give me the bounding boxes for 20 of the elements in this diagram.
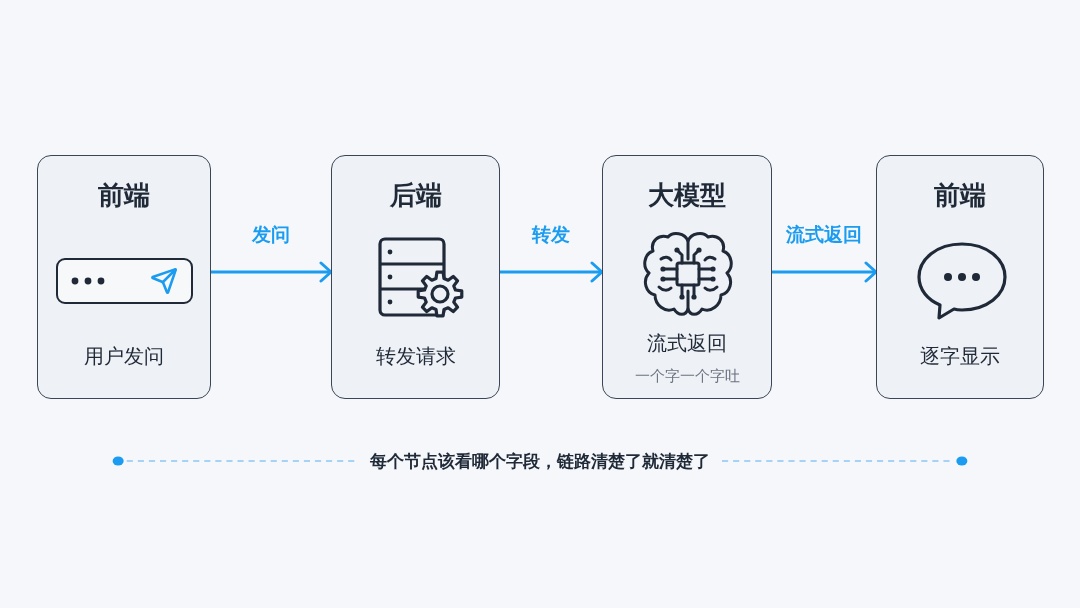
edge-label: 流式返回 (786, 222, 862, 246)
node-text: 转发请求 (375, 343, 456, 370)
stage-card (37, 155, 211, 399)
stage-card (331, 155, 500, 399)
footer-note: 每个节点该看哪个字段，链路清楚了就清楚了 (370, 450, 710, 473)
arrow (500, 261, 604, 283)
node-text: 流式返回 (647, 330, 727, 357)
arrow (211, 261, 333, 283)
arrow (772, 261, 878, 283)
node-text: 用户发问 (84, 343, 164, 370)
node-title: 前端 (98, 179, 150, 211)
stage-card (876, 155, 1044, 399)
node-text: 逐字显示 (920, 343, 1000, 370)
node-note: 一个字一个字吐 (634, 366, 740, 386)
edge-label: 转发 (532, 222, 570, 246)
stage-card (602, 155, 772, 399)
node-title: 前端 (934, 179, 986, 211)
node-title: 后端 (389, 179, 442, 211)
edge-label: 发问 (252, 222, 290, 246)
node-title: 大模型 (648, 179, 726, 211)
